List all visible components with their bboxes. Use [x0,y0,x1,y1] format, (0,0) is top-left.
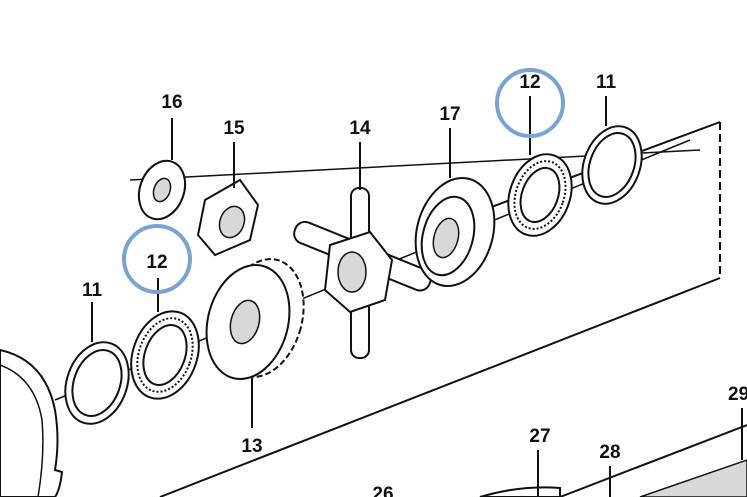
bearing-left [130,310,200,400]
label-16: 16 [161,92,182,113]
label-11-left: 11 [82,280,103,301]
label-15: 15 [223,118,245,139]
leader-lines [91,96,743,497]
label-27: 27 [529,426,550,447]
washer-top [137,159,187,221]
highlight-circle-left [122,224,192,294]
label-17: 17 [439,104,460,125]
washer-top-right [581,125,643,205]
bearing-top-right [507,153,573,237]
label-29: 29 [728,384,747,405]
side-gear-large [205,258,305,380]
label-26: 26 [372,484,393,497]
housing-flange [0,348,64,497]
label-12-top: 12 [519,72,540,93]
cross-shaft [293,187,432,359]
side-gear-right [414,176,496,288]
label-12-left: 12 [146,252,167,273]
label-13: 13 [241,436,262,457]
label-28: 28 [599,442,620,463]
washer-left [64,341,130,425]
label-14: 14 [349,118,371,139]
label-11-top: 11 [596,72,617,93]
lower-right-parts [479,424,747,497]
side-gear-small [196,178,260,257]
highlight-circle-top [495,68,565,138]
